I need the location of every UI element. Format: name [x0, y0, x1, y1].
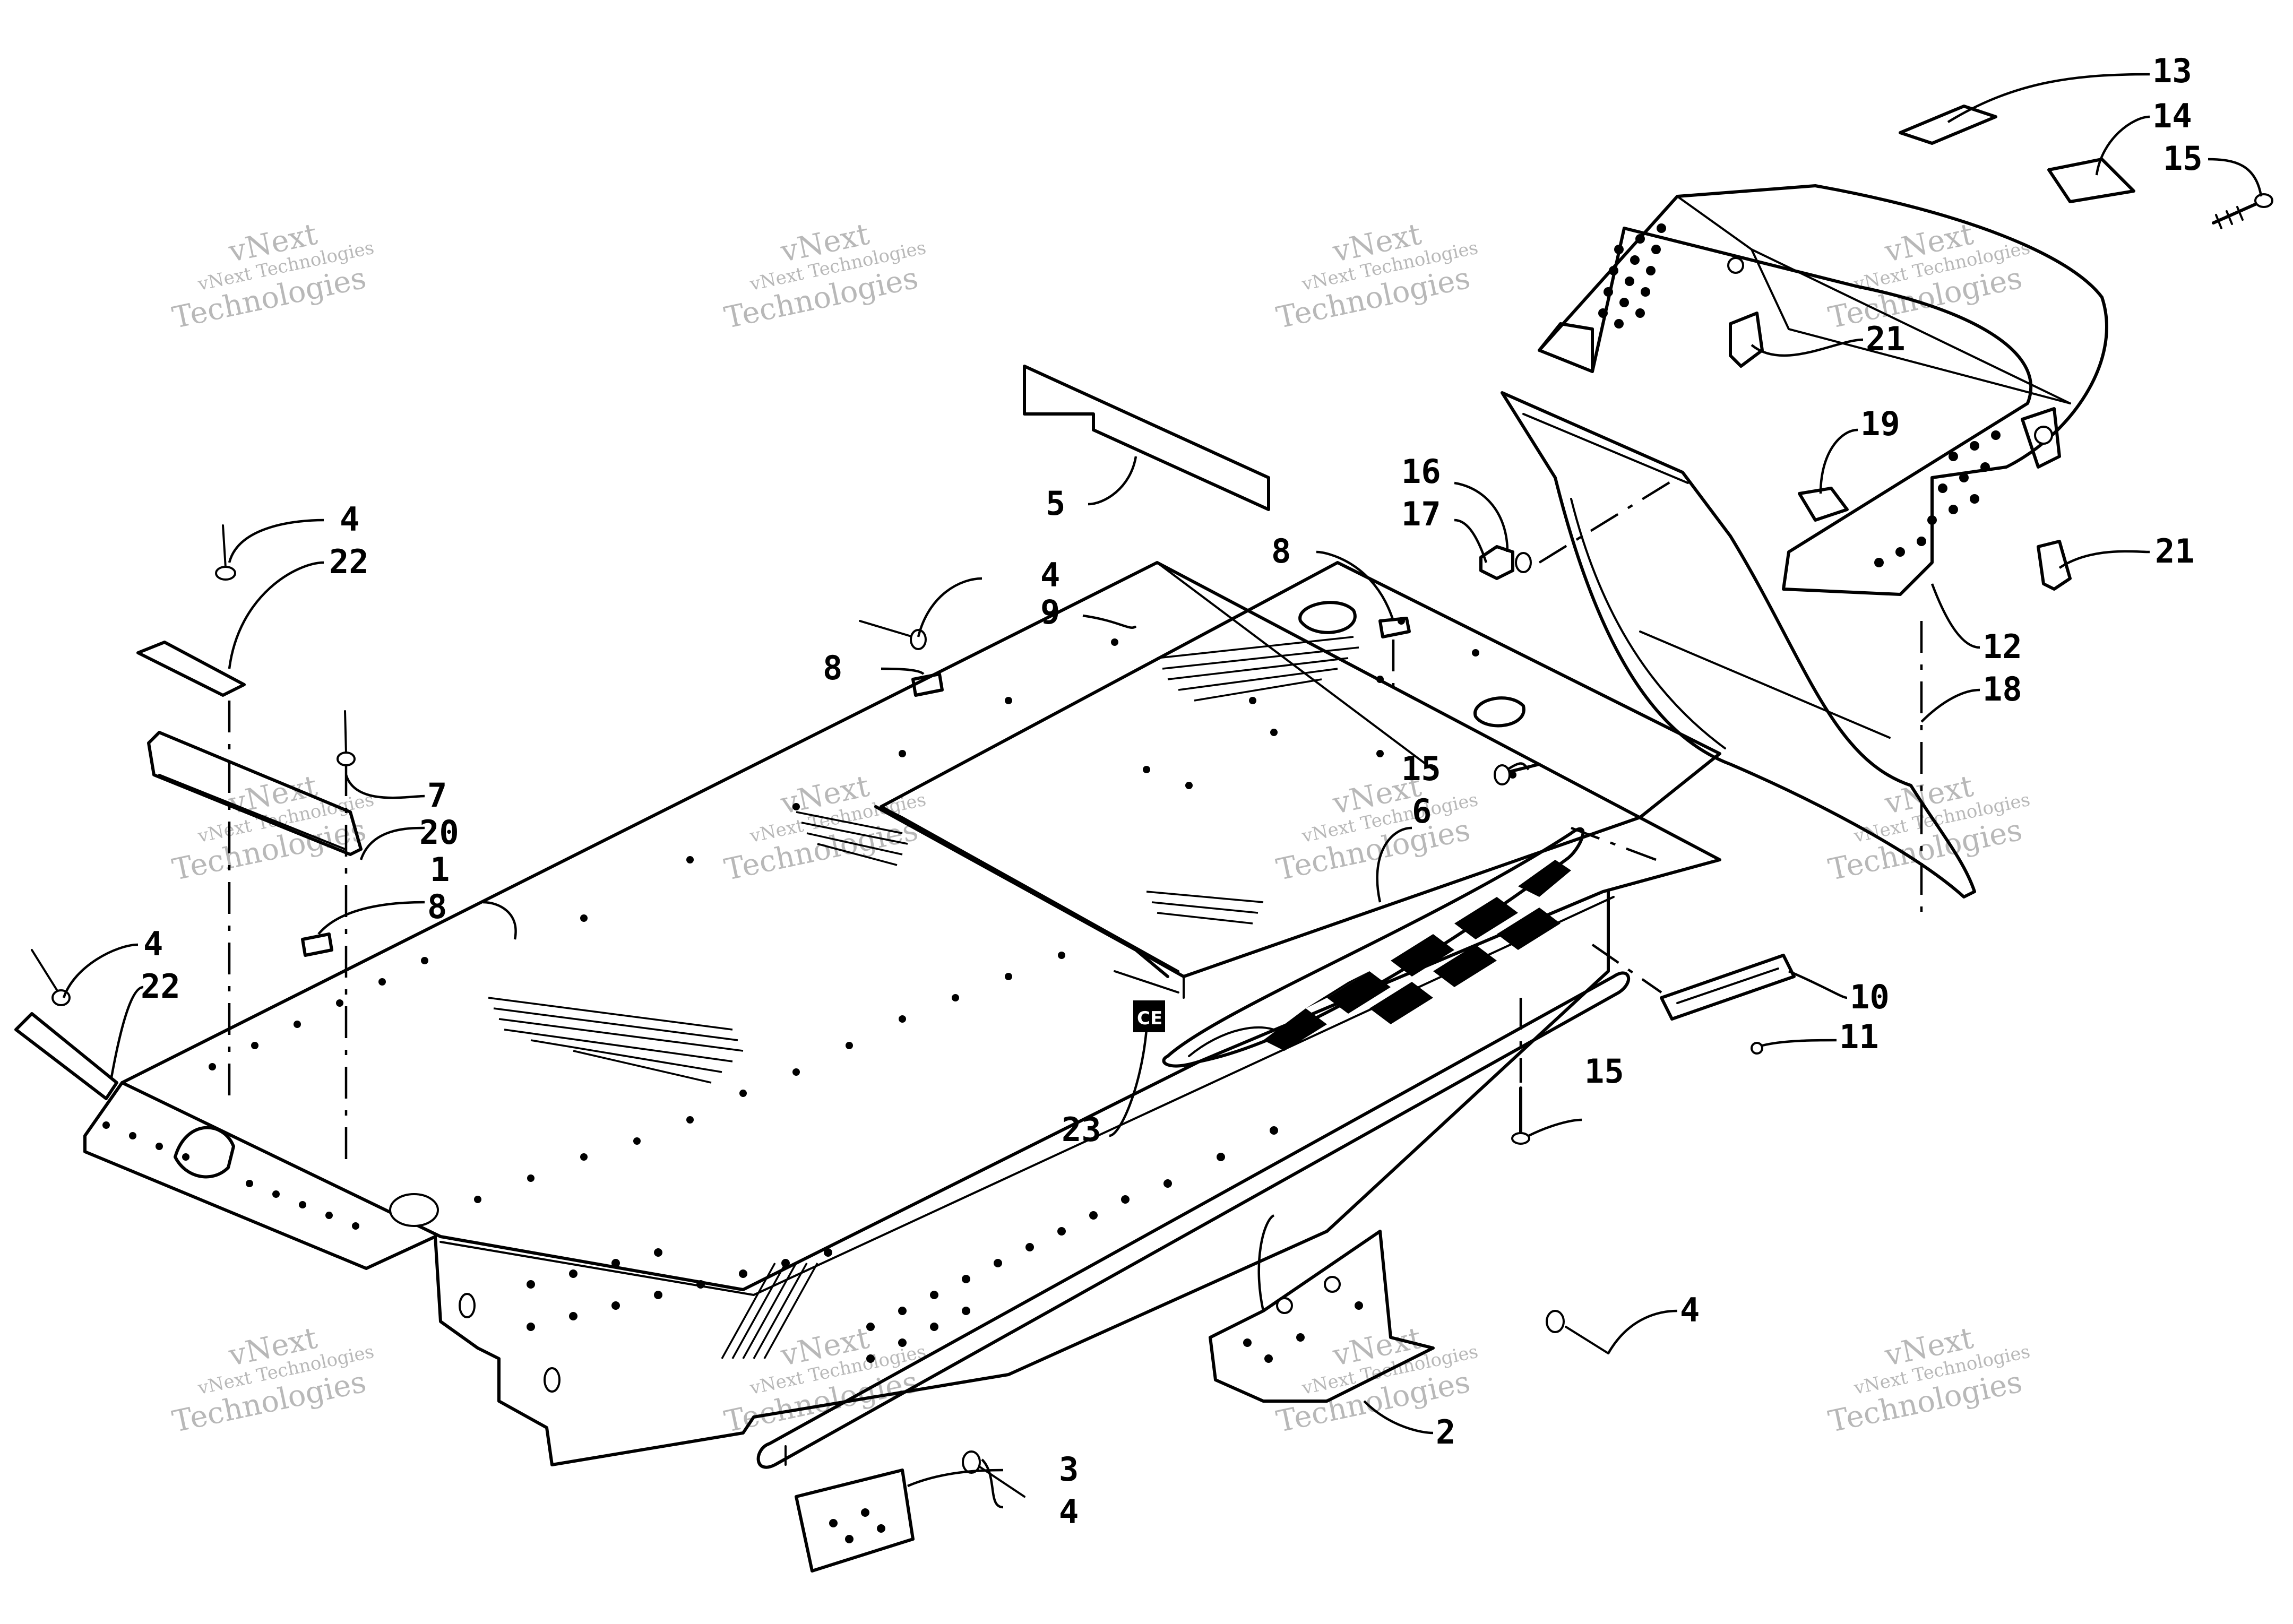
part-bolt-15a: [2212, 193, 2273, 229]
callout-4: 4: [1680, 1291, 1700, 1329]
callout-22: 22: [329, 542, 369, 581]
callout-5: 5: [1046, 484, 1065, 523]
callout-13: 13: [2152, 51, 2192, 90]
watermark: vNext vNext Technologies Technologies: [1825, 217, 2032, 335]
callout-20: 20: [419, 813, 459, 852]
part-strip-22a: [136, 641, 246, 697]
part-rear-panel: [1501, 391, 1976, 899]
part-rivet-7: [337, 710, 356, 766]
callout-10: 10: [1850, 978, 1890, 1016]
part-plug-8a: [1378, 617, 1411, 638]
step-perforations-left: [1598, 223, 1666, 329]
part-rivet-4d: [1546, 1310, 1609, 1354]
callout-7: 7: [427, 776, 447, 815]
watermark: vNext vNext Technologies Technologies: [169, 217, 376, 335]
callout-18: 18: [1982, 670, 2022, 709]
part-clip-21b: [2037, 540, 2072, 591]
part-rear-deck: [880, 561, 1721, 999]
part-screw-11: [1751, 1042, 1763, 1055]
callout-15: 15: [1584, 1052, 1624, 1091]
callout-12: 12: [1982, 627, 2022, 666]
part-plug-8b: [911, 672, 944, 697]
callout-6: 6: [1412, 792, 1432, 831]
part-plug-8c: [301, 932, 333, 957]
watermark: vNext vNext Technologies Technologies: [169, 1321, 376, 1439]
callout-4: 4: [1040, 556, 1060, 594]
part-plate-3: [795, 1468, 915, 1573]
part-bolt-15c: [1511, 1086, 1530, 1145]
callout-11: 11: [1839, 1017, 1879, 1056]
svg-text:CE: CE: [1137, 1008, 1162, 1029]
callout-labels: 13 14 15 21 19 16 17 21 12 18 5 8 4 9 8 …: [141, 51, 2203, 1531]
watermark: vNext vNext Technologies Technologies: [1273, 217, 1480, 335]
part-bracket-20: [147, 731, 363, 856]
part-rivet-4b: [215, 524, 236, 581]
part-nut-16-17: [1479, 545, 1532, 580]
callout-22: 22: [141, 967, 180, 1006]
callout-21: 21: [1866, 319, 1906, 358]
part-foot-bracket-2: [1209, 1230, 1435, 1403]
top-hatching: [488, 811, 1264, 1359]
deck-hatching: [1157, 636, 1359, 702]
part-reflector-10: [1660, 954, 1796, 1021]
part-clip-21a: [1729, 312, 1764, 368]
callout-1: 1: [430, 850, 450, 889]
assembly-lines: [228, 477, 1923, 1168]
callout-3: 3: [1059, 1450, 1079, 1489]
part-tunnel: [83, 561, 1721, 1469]
callout-8: 8: [1271, 532, 1291, 571]
part-flap: [1023, 365, 1270, 511]
callout-8: 8: [823, 649, 842, 687]
callout-17: 17: [1401, 495, 1441, 533]
step-perforations-right: [1874, 430, 2001, 567]
callout-9: 9: [1040, 593, 1060, 632]
callout-4: 4: [340, 500, 359, 539]
callout-14: 14: [2152, 97, 2192, 135]
watermark: vNext vNext Technologies Technologies: [1273, 769, 1480, 887]
part-bumper: [1538, 184, 2108, 596]
callout-15: 15: [2163, 139, 2203, 178]
part-decal: [1162, 827, 1585, 1068]
leader-lines: [62, 73, 2263, 1509]
ce-mark: CE: [1133, 1000, 1165, 1032]
part-pad-13: [1899, 105, 1997, 145]
rivet-row: [102, 638, 1384, 1230]
part-strip-22b: [14, 1012, 118, 1100]
callout-4: 4: [143, 925, 163, 963]
part-speed-nut-19: [1798, 487, 1849, 522]
side-hole-pattern: [459, 1126, 1278, 1393]
callout-16: 16: [1401, 452, 1441, 491]
callout-15: 15: [1401, 749, 1441, 788]
part-rivet-4a: [859, 620, 927, 650]
callout-4: 4: [1059, 1492, 1079, 1531]
part-pad-14: [2047, 158, 2135, 203]
watermark: vNext vNext Technologies Technologies: [721, 1321, 928, 1439]
callout-21: 21: [2155, 532, 2195, 571]
part-bolt-15b: [1494, 763, 1541, 785]
callout-19: 19: [1860, 404, 1900, 443]
callout-2: 2: [1436, 1413, 1455, 1452]
watermark: vNext vNext Technologies Technologies: [721, 217, 928, 335]
callout-8: 8: [427, 887, 447, 926]
callout-23: 23: [1062, 1110, 1101, 1149]
watermark: vNext vNext Technologies Technologies: [1825, 1321, 2032, 1439]
